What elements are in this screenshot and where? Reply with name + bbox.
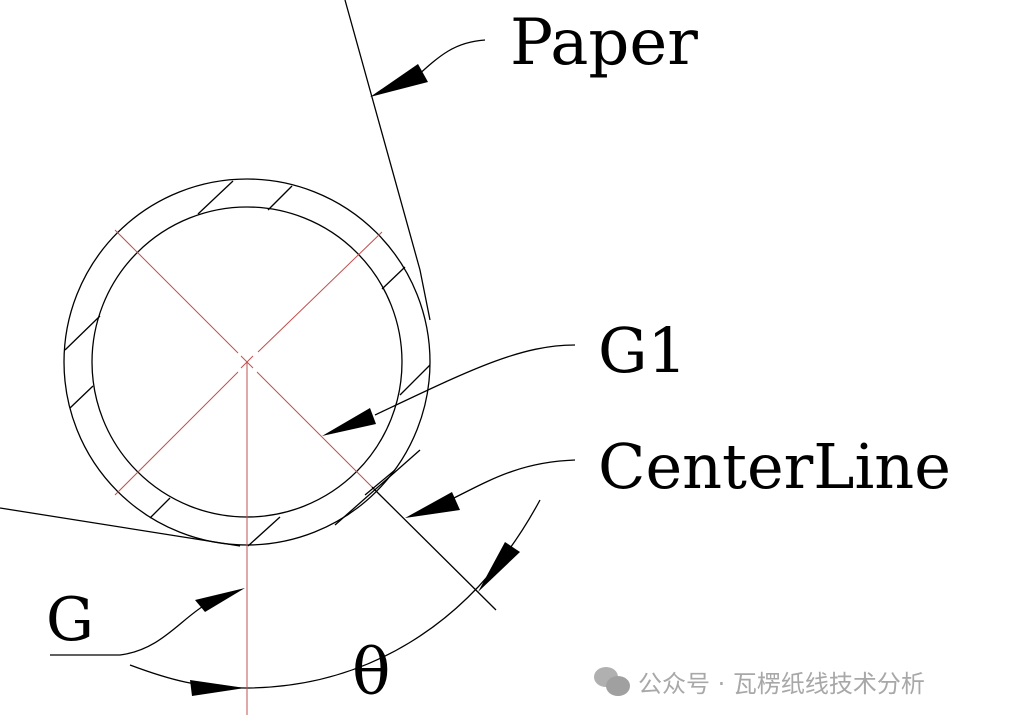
- arrowheads: [190, 64, 520, 696]
- label-g: G: [46, 585, 94, 655]
- paper-leader: [414, 39, 486, 79]
- center-lines: [114, 229, 383, 715]
- label-g1: G1: [598, 314, 687, 387]
- centerline-arrow-icon: [405, 492, 460, 518]
- label-paper: Paper: [510, 6, 698, 80]
- label-centerline: CenterLine: [598, 430, 951, 503]
- paper-arrow-icon: [370, 64, 428, 97]
- wechat-icon: [594, 666, 632, 697]
- watermark-text: 公众号 · 瓦楞纸线技术分析: [638, 670, 925, 698]
- watermark: 公众号 · 瓦楞纸线技术分析: [594, 664, 925, 699]
- theta-arc: [129, 499, 541, 689]
- g1-leader: [374, 344, 576, 416]
- theta-arrow-right-icon: [478, 542, 520, 592]
- paper-line-left: [0, 507, 241, 547]
- hatch-marks: [64, 180, 431, 547]
- g1-arrow-icon: [322, 408, 376, 436]
- label-theta: θ: [352, 636, 391, 710]
- theta-arrow-left-icon: [190, 680, 245, 696]
- centerline-leader: [449, 459, 576, 501]
- g-leader: [50, 604, 206, 656]
- g-arrow-icon: [195, 588, 245, 612]
- paper-line-right: [344, 0, 431, 321]
- centerline-tick: [364, 469, 396, 496]
